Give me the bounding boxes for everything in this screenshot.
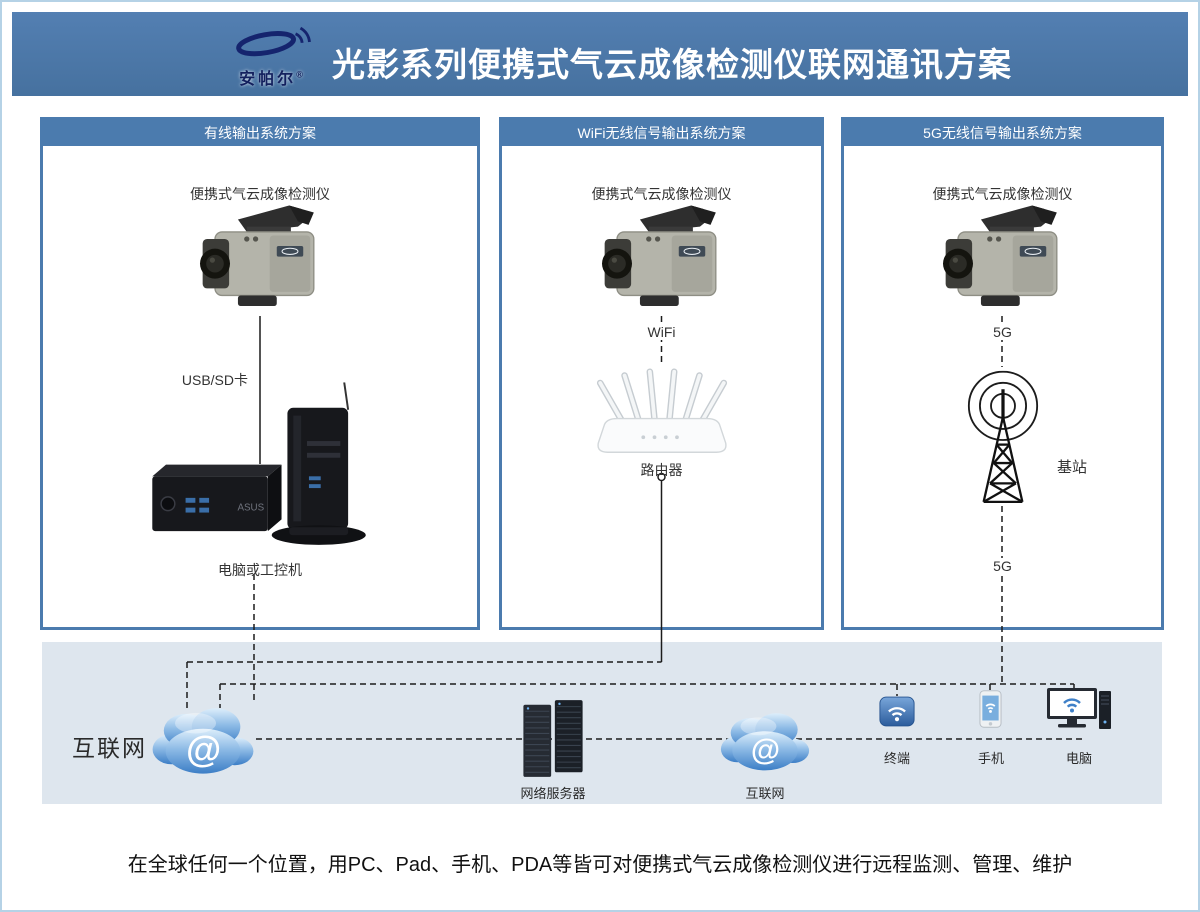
- cloud2-label: 互联网: [745, 786, 785, 801]
- internet-text: 互联网: [72, 735, 147, 761]
- panel-5g-title: 5G无线信号输出系统方案: [844, 120, 1161, 146]
- device-label: 便携式气云成像检测仪: [190, 186, 330, 202]
- terminal-label: 终端: [883, 751, 910, 766]
- phone-icon: [979, 689, 1002, 729]
- computer-icon: [1047, 688, 1111, 732]
- panel-wired-title: 有线输出系统方案: [43, 120, 477, 146]
- internet-cloud-2: @: [716, 705, 814, 777]
- at-symbol: @: [750, 734, 780, 767]
- device-label: 便携式气云成像检测仪: [932, 186, 1073, 202]
- brand-name: 安帕尔®: [239, 69, 303, 88]
- computers-image: [143, 382, 378, 554]
- 5g-link-label: 5G: [844, 324, 1161, 340]
- server-label: 网络服务器: [520, 786, 586, 801]
- logo-swoosh-icon: [236, 26, 311, 57]
- usb-sd-link-label: USB/SD卡: [181, 372, 248, 388]
- server-image: [516, 696, 590, 782]
- panel-wifi-title: WiFi无线信号输出系统方案: [502, 120, 821, 146]
- footer-caption: 在全球任何一个位置，用PC、Pad、手机、PDA等皆可对便携式气云成像检测仪进行…: [127, 854, 1073, 876]
- page-title: 光影系列便携式气云成像检测仪联网通讯方案: [332, 46, 1012, 83]
- header-bar: 安帕尔® 光影系列便携式气云成像检测仪联网通讯方案: [12, 12, 1188, 96]
- device-label: 便携式气云成像检测仪: [591, 186, 732, 202]
- brand-logo: 安帕尔®: [215, 24, 327, 89]
- gas-detector-image: [185, 200, 335, 315]
- router-label: 路由器: [640, 462, 683, 478]
- registered-mark: ®: [296, 69, 303, 80]
- internet-cloud-1: @: [147, 699, 259, 781]
- gas-detector-image: [587, 200, 737, 315]
- computer-node-label: 电脑或工控机: [218, 562, 302, 578]
- router-image: [587, 368, 737, 456]
- 5g-link-label-2: 5G: [844, 558, 1161, 574]
- terminal-icon: [879, 696, 915, 727]
- gas-detector-image: [928, 200, 1078, 315]
- panel-wired: 有线输出系统方案 便携式气云成像检测仪 USB/SD卡 电脑或工控机: [40, 117, 480, 630]
- wifi-link-label: WiFi: [502, 324, 821, 340]
- computer-label: 电脑: [1065, 751, 1092, 766]
- base-station-image: [943, 370, 1063, 510]
- phone-label: 手机: [977, 751, 1004, 766]
- panel-wifi: WiFi无线信号输出系统方案 便携式气云成像检测仪 WiFi 路由器: [499, 117, 824, 630]
- base-station-label: 基站: [1057, 459, 1088, 476]
- at-symbol: @: [185, 729, 221, 770]
- panel-5g: 5G无线信号输出系统方案 便携式气云成像检测仪 5G 基站 5G: [841, 117, 1164, 630]
